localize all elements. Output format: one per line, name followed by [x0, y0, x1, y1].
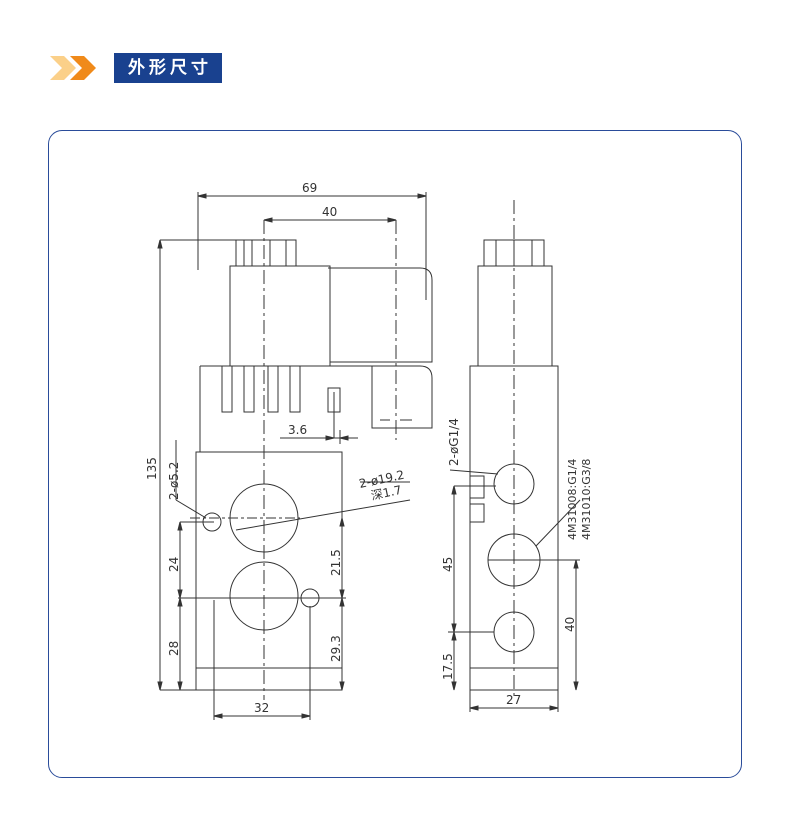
section-header: 外形尺寸 — [48, 52, 222, 84]
dim-45: 45 — [441, 557, 455, 572]
side-valve-body — [469, 365, 559, 691]
dim-29-3: 29.3 — [329, 635, 343, 662]
dim-17-5: 17.5 — [441, 653, 455, 680]
coil-knob — [235, 239, 297, 267]
model-g3-8: 4M31010:G3/8 — [580, 459, 593, 540]
coil-body — [229, 265, 331, 367]
dim-27: 27 — [506, 693, 521, 707]
dim-40-side: 40 — [563, 617, 577, 632]
dim-40: 40 — [322, 205, 337, 219]
pilot-block — [371, 365, 433, 429]
dim-24: 24 — [167, 557, 181, 572]
double-chevron-right-icon — [50, 56, 96, 80]
dim-28: 28 — [167, 641, 181, 656]
dim-3-6: 3.6 — [288, 423, 307, 437]
valve-body — [195, 451, 343, 691]
side-coil-body — [477, 265, 553, 367]
side-port-g1-4: 2-øG1/4 — [447, 418, 461, 466]
drawing-frame — [48, 130, 742, 778]
depth-1-7: 深1.7 — [370, 483, 403, 503]
front-view — [157, 192, 433, 720]
dim-135: 135 — [145, 457, 159, 480]
dim-32: 32 — [254, 701, 269, 715]
side-view — [448, 200, 581, 712]
model-g1-4: 4M31008:G1/4 — [566, 459, 579, 540]
dim-21-5: 21.5 — [329, 549, 343, 576]
hole-2-5-2: 2-ø5.2 — [167, 462, 181, 500]
dim-69: 69 — [302, 181, 317, 195]
section-title: 外形尺寸 — [114, 53, 222, 83]
